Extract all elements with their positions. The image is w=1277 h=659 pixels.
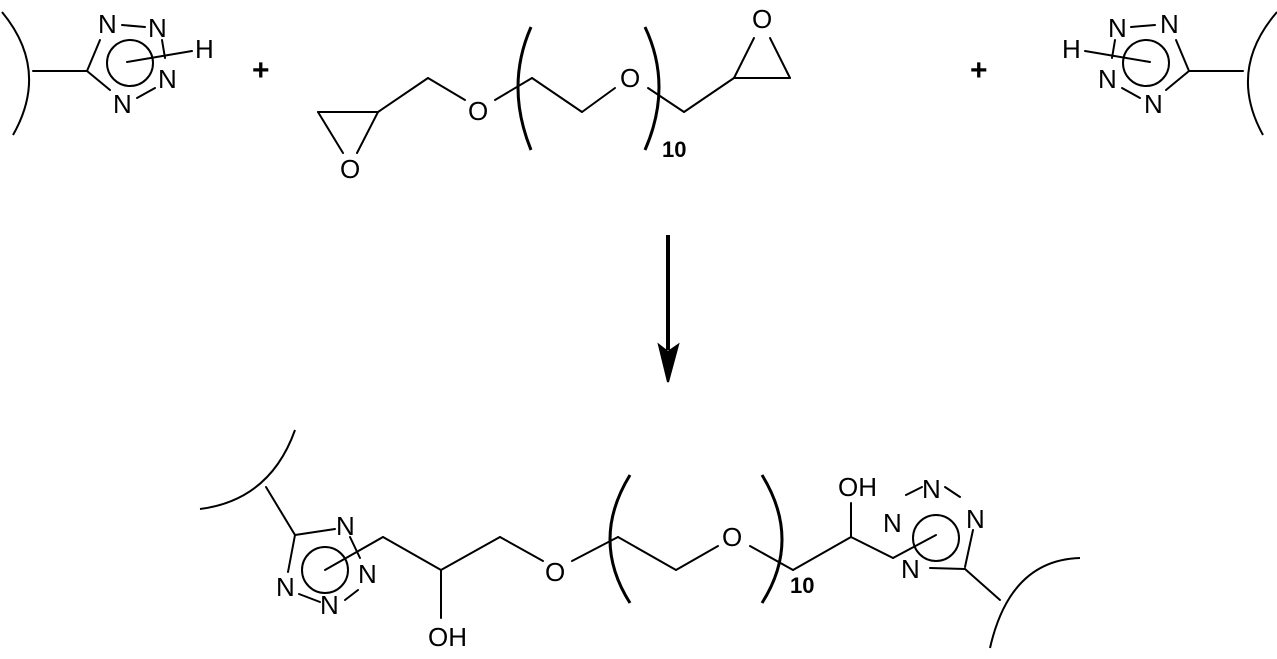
atom-N: N bbox=[1108, 13, 1127, 43]
atom-N: N bbox=[1098, 64, 1117, 94]
repeat-count: 10 bbox=[662, 137, 686, 162]
atom-N: N bbox=[901, 554, 920, 584]
reaction-arrow bbox=[657, 235, 680, 383]
atom-N: N bbox=[148, 13, 167, 43]
atom-N: N bbox=[320, 590, 339, 620]
atom-N: N bbox=[1160, 9, 1179, 39]
atom-N: N bbox=[276, 572, 295, 602]
atom-O: O bbox=[620, 63, 640, 93]
atom-N: N bbox=[1144, 89, 1163, 119]
right-tetrazole-reactant: N N H N N bbox=[1062, 9, 1277, 136]
peg-diglycidyl-ether: O O O 10 O bbox=[317, 4, 791, 184]
polymer-backbone-arc bbox=[199, 429, 296, 510]
atom-N: N bbox=[336, 511, 355, 541]
atom-H: H bbox=[195, 34, 214, 64]
atom-O: O bbox=[722, 522, 742, 552]
left-bracket bbox=[608, 474, 632, 604]
left-bracket bbox=[516, 26, 533, 151]
hydroxyl-group: OH bbox=[838, 472, 877, 502]
atom-N: N bbox=[158, 64, 177, 94]
atom-N: N bbox=[98, 9, 117, 39]
polymer-backbone-arc bbox=[1246, 11, 1277, 136]
atom-O: O bbox=[340, 154, 360, 184]
hydroxyl-group: OH bbox=[428, 622, 467, 652]
left-tetrazole-reactant: N N H N N bbox=[1, 9, 214, 136]
atom-O: O bbox=[752, 4, 772, 34]
right-bracket bbox=[643, 26, 661, 151]
atom-N: N bbox=[966, 504, 985, 534]
polymer-backbone-arc bbox=[989, 557, 1081, 649]
polymer-backbone-arc bbox=[1, 11, 31, 136]
atom-N: N bbox=[883, 508, 902, 538]
right-bracket bbox=[760, 474, 784, 604]
atom-N: N bbox=[358, 559, 377, 589]
atom-O: O bbox=[545, 557, 565, 587]
crosslinked-product: N N N N OH O O 10 OH N N N N bbox=[199, 429, 1081, 652]
atom-N: N bbox=[922, 474, 941, 504]
atom-N: N bbox=[113, 89, 132, 119]
plus-sign: + bbox=[970, 54, 988, 87]
atom-H: H bbox=[1062, 34, 1081, 64]
plus-sign: + bbox=[252, 54, 270, 87]
repeat-count: 10 bbox=[790, 573, 814, 598]
atom-O: O bbox=[468, 96, 488, 126]
